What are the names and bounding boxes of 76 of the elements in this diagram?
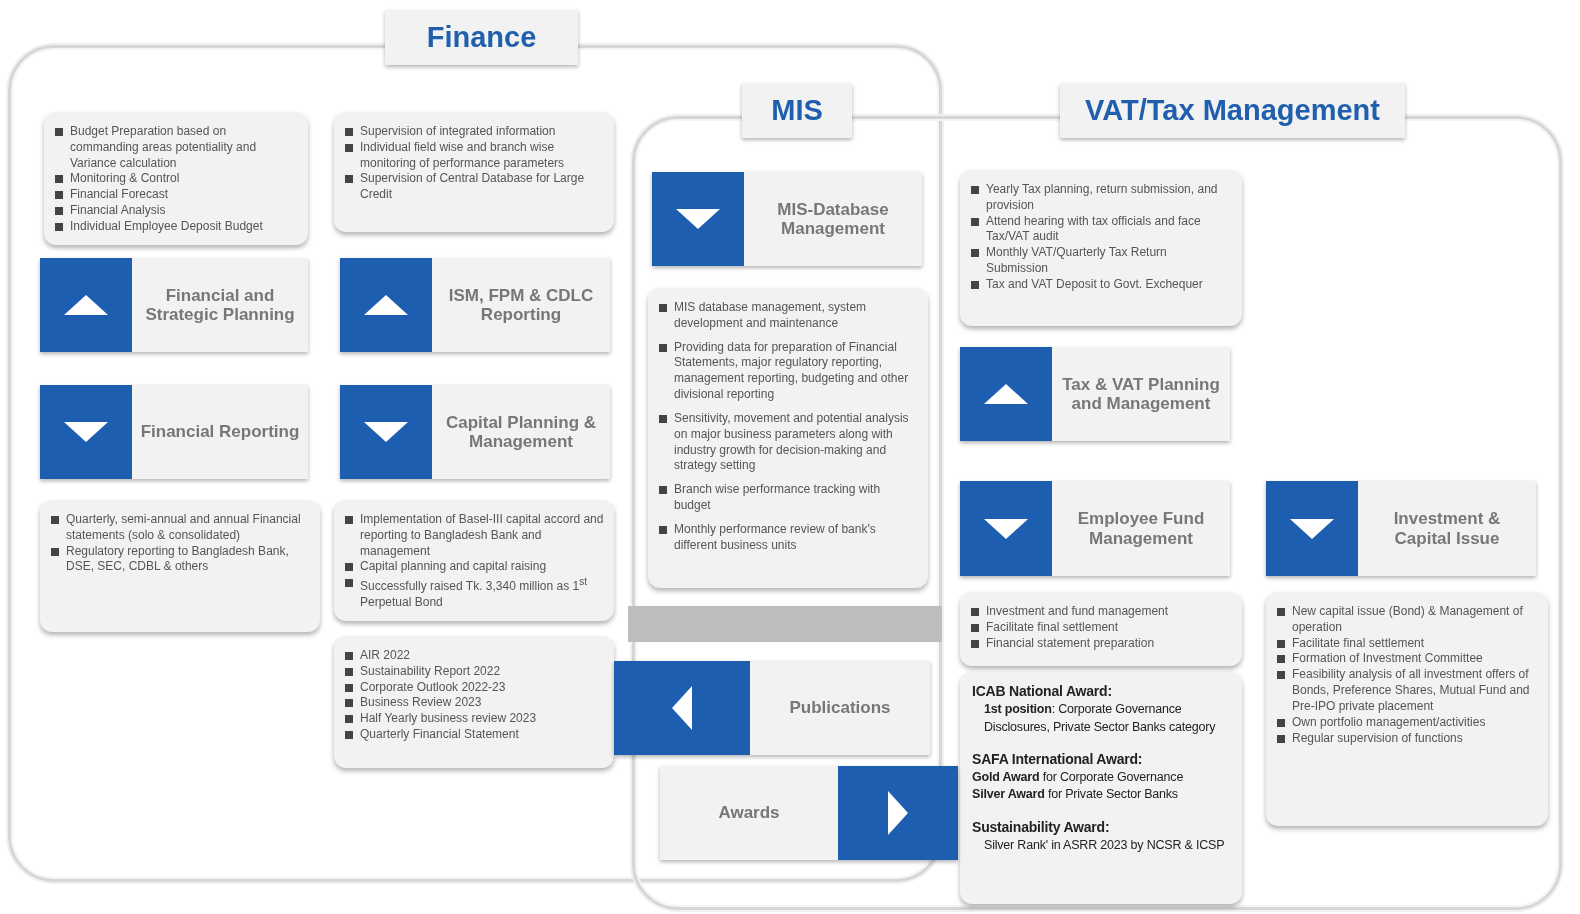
header-title: Employee Fund Management [1076,508,1206,550]
awards-card [960,672,1242,904]
bullet-item: Financial Analysis [70,203,167,219]
bullet-item: Own portfolio management/activities [1292,714,1487,731]
bullet-item: Tax and VAT Deposit to Govt. Exchequer [986,276,1204,293]
bullet-item: Budget Preparation based on commanding areas potentiality and Variance calculation [70,124,258,172]
bullet-item: Quarterly, semi-annual and annual Financial statements (solo & consolidated) [66,512,302,544]
bullet-item: Quarterly Financial Statement [360,727,520,743]
award-heading: ICAB National Award: [972,682,1113,701]
bullet-item: Supervision of Central Database for Large Credit [360,171,586,204]
bullet-item: AIR 2022 [360,648,412,664]
bullet-item: Providing data for preparation of Financial Statements, major regulatory reporting, management reporting, budgeting and other divisional reporting [674,339,910,403]
section-heading: Finance [385,10,578,65]
section-header-card [960,347,1230,441]
bullet-item: Regulatory reporting to Bangladesh Bank, DSE, SEC, CDBL & others [66,543,290,576]
bullet-item: Monthly VAT/Quarterly Tax Return Submission [986,245,1168,277]
bullet-item: Capital planning and capital raising [360,559,548,576]
info-card [648,288,928,588]
award-text: Silver Rank' in ASRR 2023 by NCSR & ICSP [983,836,1226,854]
section-header-card [660,766,958,860]
header-title: Financial Reporting [139,421,301,444]
header-title: Investment & Capital Issue [1392,508,1502,550]
bullet-item: MIS database management, system development and maintenance [674,300,868,332]
bullet-item: Business Review 2023 [360,695,483,712]
bullet-item: Investment and fund management [986,604,1170,620]
separator-band [628,606,942,642]
header-title: Financial and Strategic Planning [144,284,296,326]
info-card [960,592,1242,666]
section-header-card [340,258,610,352]
bullet-item: Financial statement preparation [986,635,1156,652]
award-text: Silver Award for Private Sector Banks [972,786,1179,804]
bullet-item: Branch wise performance tracking with budget [674,482,882,514]
header-title: Awards [717,802,781,825]
bullet-item: Monthly performance review of bank's different business units [674,521,877,554]
award-heading: SAFA International Award: [972,749,1144,769]
bullet-item: Sensitivity, movement and potential analysis on major business parameters along with industry growth for decision-making and strategy setting [674,410,910,475]
header-title: Capital Planning & Management [444,411,598,453]
award-text: 1st position: Corporate Governance Disclosures, Private Sector Banks category [983,701,1217,736]
section-heading: VAT/Tax Management [1060,83,1405,138]
bullet-item: Yearly Tax planning, return submission, and provision [986,182,1219,214]
award-text: Gold Award for Corporate Governance [972,769,1185,787]
info-card [334,636,614,768]
section-header-card [1266,481,1536,576]
bullet-item: Corporate Outlook 2022-23 [360,679,507,696]
bullet-item: Attend hearing with tax officials and face Tax/VAT audit [986,213,1202,246]
info-card [334,112,614,232]
info-card [44,112,308,245]
bullet-item: Facilitate final settlement [986,619,1120,636]
header-title: Publications [788,697,892,720]
bullet-item: Individual Employee Deposit Budget [70,218,264,235]
bullet-item: Sustainability Report 2022 [360,663,502,680]
bullet-item: Feasibility analysis of all investment offers of Bonds, Preference Shares, Mutual Fund and Pre-IPO private placement [1292,667,1531,715]
bullet-item: Supervision of integrated information [360,124,557,140]
section-header-card [340,385,610,479]
bullet-item: Formation of Investment Committee [1292,651,1484,668]
info-card [334,500,614,621]
bullet-item: Half Yearly business review 2023 [360,711,538,728]
bullet-item: Facilitate final settlement [1292,635,1426,652]
bullet-item: Successfully raised Tk. 3,340 million as 1$^{st}$ Perpetual Bond [360,575,588,611]
info-card [1266,592,1548,826]
bullet-item: Monitoring & Control [70,171,181,188]
bullet-item: Individual field wise and branch wise monitoring of performance parameters [360,139,566,172]
header-title: MIS-Database Management [776,198,890,240]
section-header-card [960,481,1230,576]
bullet-item: New capital issue (Bond) & Management of operation [1292,604,1524,636]
section-header-card [40,258,308,352]
bullet-item: Regular supervision of functions [1292,730,1464,747]
header-title: Tax & VAT Planning and Management [1061,373,1221,415]
section-header-card [652,172,922,266]
award-heading: Sustainability Award: [972,817,1111,837]
header-title: ISM, FPM & CDLC Reporting [447,284,595,326]
info-card [960,170,1242,326]
info-card [40,500,320,632]
bullet-item: Implementation of Basel-III capital accord and reporting to Bangladesh Bank and management [360,512,604,560]
section-header-card [40,385,308,479]
bullet-item: Financial Forecast [70,187,170,204]
